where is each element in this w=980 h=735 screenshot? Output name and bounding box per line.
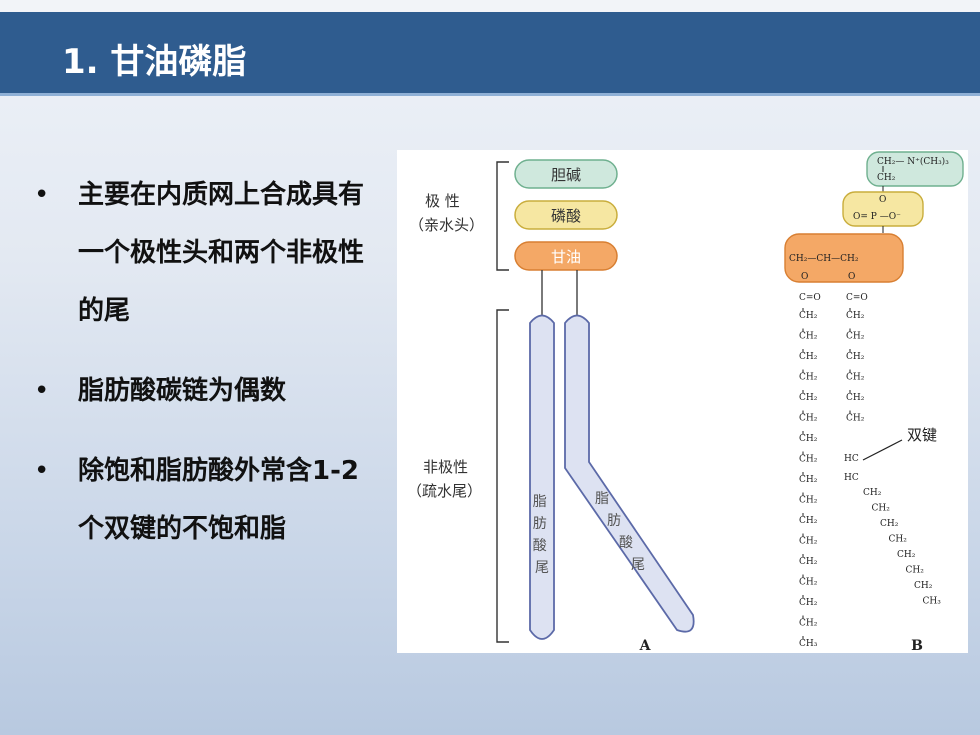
chain-ch2: CH₂ xyxy=(799,434,818,444)
nonpolar-bracket xyxy=(496,309,509,643)
chain-ch2: CH₂ xyxy=(799,414,818,424)
choline-group-box xyxy=(866,151,964,187)
polar-bracket xyxy=(496,161,509,271)
bullet-dot: • xyxy=(34,456,50,486)
double-bond-carbon: HC xyxy=(844,473,859,483)
phosphate-o-top: O xyxy=(879,195,886,205)
carbonyl-right: C=O xyxy=(846,293,868,303)
double-bond-label: 双键 xyxy=(907,426,937,444)
chain-ch2: CH₂ xyxy=(799,311,818,321)
bullet-item: • 除饱和脂肪酸外常含1-2 个双键的不饱和脂 xyxy=(34,442,384,558)
panel-a-letter: A xyxy=(639,638,652,653)
chain-ch3: CH₃ xyxy=(923,597,942,607)
chain-ch2: CH₂ xyxy=(846,352,865,362)
tail-char: 酸 xyxy=(619,535,633,551)
choline-box xyxy=(514,159,618,189)
chain-ch2: CH₂ xyxy=(799,352,818,362)
tail-char: 脂 xyxy=(595,491,609,507)
saturated-chain: CH₂ CH₂ CH₂ CH₂ CH₂ CH₂ CH₂ CH₂ CH₂ CH₂ CH₂ CH₂ CH₂ C… xyxy=(799,308,818,649)
chain-ch2: CH₂ xyxy=(799,598,818,608)
chain-ch2: CH₂ xyxy=(846,393,865,403)
nonpolar-sub-label: （疏水尾） xyxy=(407,482,482,500)
bullet-dot: • xyxy=(34,180,50,210)
panel-b: CH₂— N⁺(CH₃)₃ CH₂ O O= P —O⁻ O CH₂—CH—CH… xyxy=(784,151,964,653)
chain-ch2: CH₂ xyxy=(889,535,908,545)
tail-char: 尾 xyxy=(631,557,645,573)
bullet-item: • 主要在内质网上合成具有一个极性头和两个非极性的尾 xyxy=(34,166,384,340)
phospholipid-figure: 极 性 （亲水头） 胆碱 磷酸 甘油 非极性 （疏水尾） 脂 肪 酸 尾 xyxy=(397,150,968,653)
tail-char: 酸 xyxy=(533,538,547,554)
tail-char: 肪 xyxy=(533,516,547,532)
phosphate-formula: O= P —O⁻ xyxy=(853,212,901,222)
tail-label-kinked: 脂 肪 酸 尾 xyxy=(595,491,645,573)
nonpolar-label: 非极性 xyxy=(423,458,468,476)
phosphate-label: 磷酸 xyxy=(551,207,581,225)
chain-ch2: CH₂ xyxy=(799,455,818,465)
choline-ch2: CH₂ xyxy=(877,173,896,183)
double-bond-carbon: HC xyxy=(844,454,859,464)
top-strip xyxy=(0,0,980,12)
double-bond-pointer xyxy=(862,439,903,461)
choline-label: 胆碱 xyxy=(551,166,581,184)
chain-ch2: CH₂ xyxy=(799,619,818,629)
chain-ch2: CH₂ xyxy=(799,332,818,342)
chain-ch2: CH₂ xyxy=(799,373,818,383)
fatty-acid-tail-kinked xyxy=(564,314,695,633)
bullet-text: 主要在内质网上合成具有一个极性头和两个非极性的尾 xyxy=(78,180,365,326)
unsaturated-chain: CH₂ CH₂ CH₂ CH₂ CH₂ CH₂ HC HC CH₂ CH₂ CH₂ CH₂ CH₂ CH₂… xyxy=(844,308,941,607)
glycerol-formula: CH₂—CH—CH₂ xyxy=(789,254,859,264)
slide-title: 1. 甘油磷脂 xyxy=(62,42,247,82)
chain-ch2: CH₂ xyxy=(799,516,818,526)
chain-ch2: CH₂ xyxy=(799,557,818,567)
carbonyl-left: C=O xyxy=(799,293,821,303)
panel-b-letter: B xyxy=(911,638,923,653)
chain-ch2: CH₂ xyxy=(906,566,925,576)
chain-ch3: CH₃ xyxy=(799,639,818,649)
chain-ch2: CH₂ xyxy=(846,332,865,342)
chain-ch2: CH₂ xyxy=(799,475,818,485)
chain-ch2: CH₂ xyxy=(863,488,882,498)
glycerol-box xyxy=(514,241,618,271)
choline-formula: CH₂— N⁺(CH₃)₃ xyxy=(877,156,949,167)
title-bar: 1. 甘油磷脂 xyxy=(0,12,980,96)
tail-label-straight: 脂 肪 酸 尾 xyxy=(533,494,551,576)
fatty-acid-tail-straight xyxy=(529,314,555,640)
bullet-item: • 脂肪酸碳链为偶数 xyxy=(34,362,384,420)
phosphate-box xyxy=(514,200,618,230)
chain-ch2: CH₂ xyxy=(897,550,916,560)
chain-ch2: CH₂ xyxy=(914,581,933,591)
polar-label: 极 性 xyxy=(425,192,460,210)
ester-o-left: O xyxy=(801,272,808,282)
chain-ch2: CH₂ xyxy=(846,414,865,424)
tail-char: 肪 xyxy=(607,513,621,529)
chain-ch2: CH₂ xyxy=(846,311,865,321)
glycerol-group-box xyxy=(784,233,904,283)
chain-ch2: CH₂ xyxy=(846,373,865,383)
polar-sub-label: （亲水头） xyxy=(409,216,484,234)
panel-a: 极 性 （亲水头） 胆碱 磷酸 甘油 非极性 （疏水尾） 脂 肪 酸 尾 xyxy=(407,159,695,653)
bullet-dot: • xyxy=(34,376,50,406)
bullet-text: 除饱和脂肪酸外常含1-2 个双键的不饱和脂 xyxy=(78,456,359,544)
chain-ch2: CH₂ xyxy=(880,519,899,529)
chain-ch2: CH₂ xyxy=(872,504,891,514)
tail-char: 脂 xyxy=(533,494,547,510)
ester-o-right: O xyxy=(848,272,855,282)
chain-ch2: CH₂ xyxy=(799,496,818,506)
glycerol-label: 甘油 xyxy=(551,248,581,266)
bullet-text: 脂肪酸碳链为偶数 xyxy=(78,376,287,406)
chain-ch2: CH₂ xyxy=(799,578,818,588)
bullet-list: • 主要在内质网上合成具有一个极性头和两个非极性的尾 • 脂肪酸碳链为偶数 • … xyxy=(34,166,384,580)
chain-ch2: CH₂ xyxy=(799,393,818,403)
chain-ch2: CH₂ xyxy=(799,537,818,547)
tail-char: 尾 xyxy=(535,560,549,576)
